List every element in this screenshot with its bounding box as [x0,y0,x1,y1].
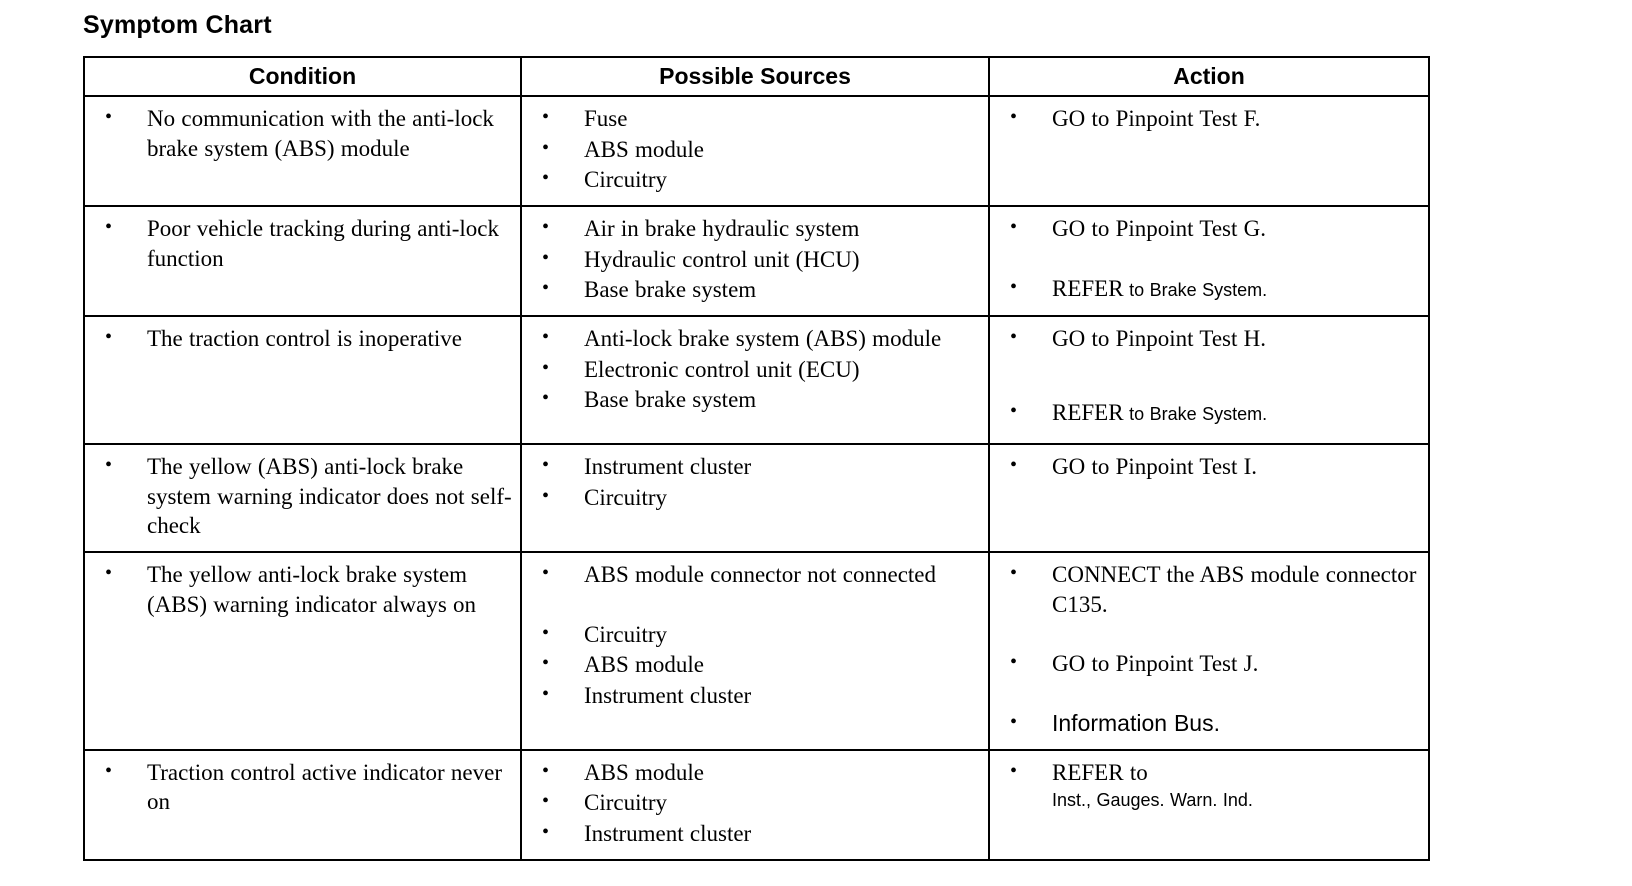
cell-action: GO to Pinpoint Test H. REFER to Brake Sy… [988,314,1430,445]
list-item: Poor vehicle tracking during anti-lock f… [93,213,512,273]
cell-action: CONNECT the ABS module connector C135. G… [988,550,1430,751]
sources-list: Fuse ABS module Circuitry [530,103,980,195]
list-item: Base brake system [530,274,980,305]
action-list: REFER to Inst., Gauges. Warn. Ind. [998,757,1420,814]
list-item: Instrument cluster [530,818,980,849]
cell-condition: Traction control active indicator never … [83,748,522,861]
page-title: Symptom Chart [83,11,272,39]
action-list: GO to Pinpoint Test H. REFER to Brake Sy… [998,323,1420,428]
list-item-reference: REFER to Brake System. [998,397,1420,428]
list-item: ABS module connector not connected [530,559,980,590]
table-body: No communication with the anti-lock brak… [83,95,1430,861]
table-row: The yellow anti-lock brake system (ABS) … [83,550,1430,751]
cell-possible-sources: Fuse ABS module Circuitry [520,95,990,207]
table-header-row: Condition Possible Sources Action [83,56,1430,97]
condition-list: The yellow anti-lock brake system (ABS) … [93,559,512,619]
cell-action: REFER to Inst., Gauges. Warn. Ind. [988,748,1430,861]
reference-target: Inst., Gauges. Warn. Ind. [1052,790,1253,811]
cell-possible-sources: ABS module connector not connected Circu… [520,550,990,751]
list-item: ABS module [530,757,980,788]
list-item: The yellow (ABS) anti-lock brake system … [93,451,512,541]
list-item: GO to Pinpoint Test I. [998,451,1420,482]
table-header: Condition Possible Sources Action [83,56,1430,97]
list-item-reference: REFER to Brake System. [998,273,1420,304]
list-item-reference: Information Bus. [998,708,1420,739]
reference-lead: REFER to [1052,759,1148,785]
sources-list: ABS module connector not connected Circu… [530,559,980,711]
condition-list: The yellow (ABS) anti-lock brake system … [93,451,512,541]
list-item: ABS module [530,134,980,165]
cell-condition: The traction control is inoperative [83,314,522,445]
column-header-condition: Condition [83,56,522,97]
list-item: GO to Pinpoint Test F. [998,103,1420,134]
cell-action: GO to Pinpoint Test G. REFER to Brake Sy… [988,204,1430,317]
list-item: GO to Pinpoint Test G. [998,213,1420,244]
column-header-action: Action [988,56,1430,97]
reference-lead: REFER [1052,399,1124,425]
list-item: Anti-lock brake system (ABS) module [530,323,980,354]
list-item-reference: REFER to Inst., Gauges. Warn. Ind. [998,757,1420,814]
list-item: GO to Pinpoint Test J. [998,648,1420,679]
list-item: Base brake system [530,384,980,415]
list-item: Fuse [530,103,980,134]
action-list: GO to Pinpoint Test I. [998,451,1420,482]
reference-lead: REFER [1052,275,1124,301]
list-item: ABS module [530,649,980,680]
list-item: Electronic control unit (ECU) [530,354,980,385]
cell-possible-sources: Air in brake hydraulic system Hydraulic … [520,204,990,317]
cell-possible-sources: Instrument cluster Circuitry [520,442,990,553]
cell-condition: No communication with the anti-lock brak… [83,95,522,207]
sources-list: Air in brake hydraulic system Hydraulic … [530,213,980,305]
list-item: Instrument cluster [530,451,980,482]
symptom-chart-table: Condition Possible Sources Action No com… [83,56,1430,861]
condition-list: Traction control active indicator never … [93,757,512,817]
list-item: No communication with the anti-lock brak… [93,103,512,163]
list-item: Circuitry [530,164,980,195]
sources-list: Instrument cluster Circuitry [530,451,980,513]
list-item: Hydraulic control unit (HCU) [530,244,980,275]
list-item: GO to Pinpoint Test H. [998,323,1420,354]
reference-target: to Brake System. [1123,279,1268,300]
cell-condition: Poor vehicle tracking during anti-lock f… [83,204,522,317]
cell-possible-sources: ABS module Circuitry Instrument cluster [520,748,990,861]
cell-condition: The yellow anti-lock brake system (ABS) … [83,550,522,751]
action-list: GO to Pinpoint Test G. REFER to Brake Sy… [998,213,1420,304]
table-row: The traction control is inoperative Anti… [83,314,1430,445]
table-row: No communication with the anti-lock brak… [83,95,1430,207]
list-item: Traction control active indicator never … [93,757,512,817]
condition-list: Poor vehicle tracking during anti-lock f… [93,213,512,273]
list-item: Circuitry [530,619,980,650]
action-list: GO to Pinpoint Test F. [998,103,1420,134]
list-item: Air in brake hydraulic system [530,213,980,244]
list-item: The traction control is inoperative [93,323,512,354]
condition-list: The traction control is inoperative [93,323,512,354]
sources-list: Anti-lock brake system (ABS) module Elec… [530,323,980,415]
list-item: CONNECT the ABS module connector C135. [998,559,1420,619]
column-header-possible-sources: Possible Sources [520,56,990,97]
list-item: Instrument cluster [530,680,980,711]
list-item: The yellow anti-lock brake system (ABS) … [93,559,512,619]
list-item: Circuitry [530,482,980,513]
table-row: Poor vehicle tracking during anti-lock f… [83,204,1430,317]
condition-list: No communication with the anti-lock brak… [93,103,512,163]
action-list: CONNECT the ABS module connector C135. G… [998,559,1420,739]
cell-condition: The yellow (ABS) anti-lock brake system … [83,442,522,553]
sources-list: ABS module Circuitry Instrument cluster [530,757,980,849]
cell-action: GO to Pinpoint Test I. [988,442,1430,553]
table-row: Traction control active indicator never … [83,748,1430,861]
cell-possible-sources: Anti-lock brake system (ABS) module Elec… [520,314,990,445]
list-item: Circuitry [530,787,980,818]
cell-action: GO to Pinpoint Test F. [988,95,1430,207]
reference-target: to Brake System. [1123,403,1268,424]
table-row: The yellow (ABS) anti-lock brake system … [83,442,1430,553]
